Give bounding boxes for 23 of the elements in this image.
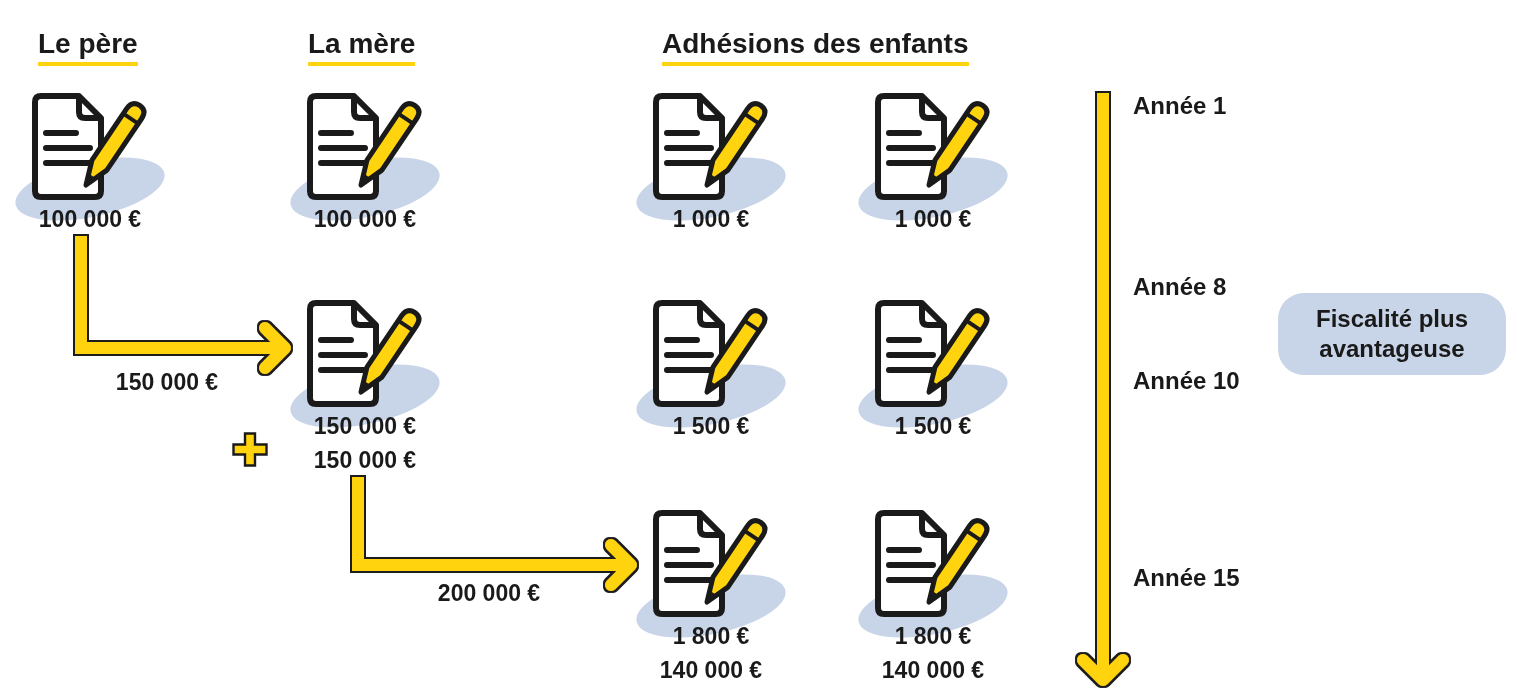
- panel-text: Fiscalité plus avantageuse: [1314, 304, 1470, 364]
- connector-arrow: [75, 236, 291, 374]
- amount-text: 1 800 €: [672, 622, 750, 651]
- column-heading: Le père: [38, 28, 138, 66]
- amount-text: 1 800 €: [894, 622, 972, 651]
- amount-text: 1 500 €: [672, 412, 750, 441]
- amount-text: 1 000 €: [672, 205, 750, 234]
- amount-text: 100 000 €: [38, 205, 142, 234]
- year-label: Année 1: [1133, 91, 1227, 121]
- connector-arrow: [352, 477, 637, 591]
- column-heading: Adhésions des enfants: [662, 28, 969, 66]
- amount-text: 140 000 €: [659, 656, 763, 685]
- year-label: Année 15: [1133, 563, 1240, 593]
- amount-text: 100 000 €: [313, 205, 417, 234]
- amount-text: 1 500 €: [894, 412, 972, 441]
- amount-text: 150 000 €: [313, 446, 417, 475]
- column-heading: La mère: [308, 28, 416, 66]
- amount-text: 140 000 €: [881, 656, 985, 685]
- amount-text: 150 000 €: [313, 412, 417, 441]
- year-label: Année 8: [1133, 272, 1227, 302]
- amount-text: 1 000 €: [894, 205, 972, 234]
- year-label: Année 10: [1133, 366, 1240, 396]
- highlight-panel: [1278, 293, 1506, 375]
